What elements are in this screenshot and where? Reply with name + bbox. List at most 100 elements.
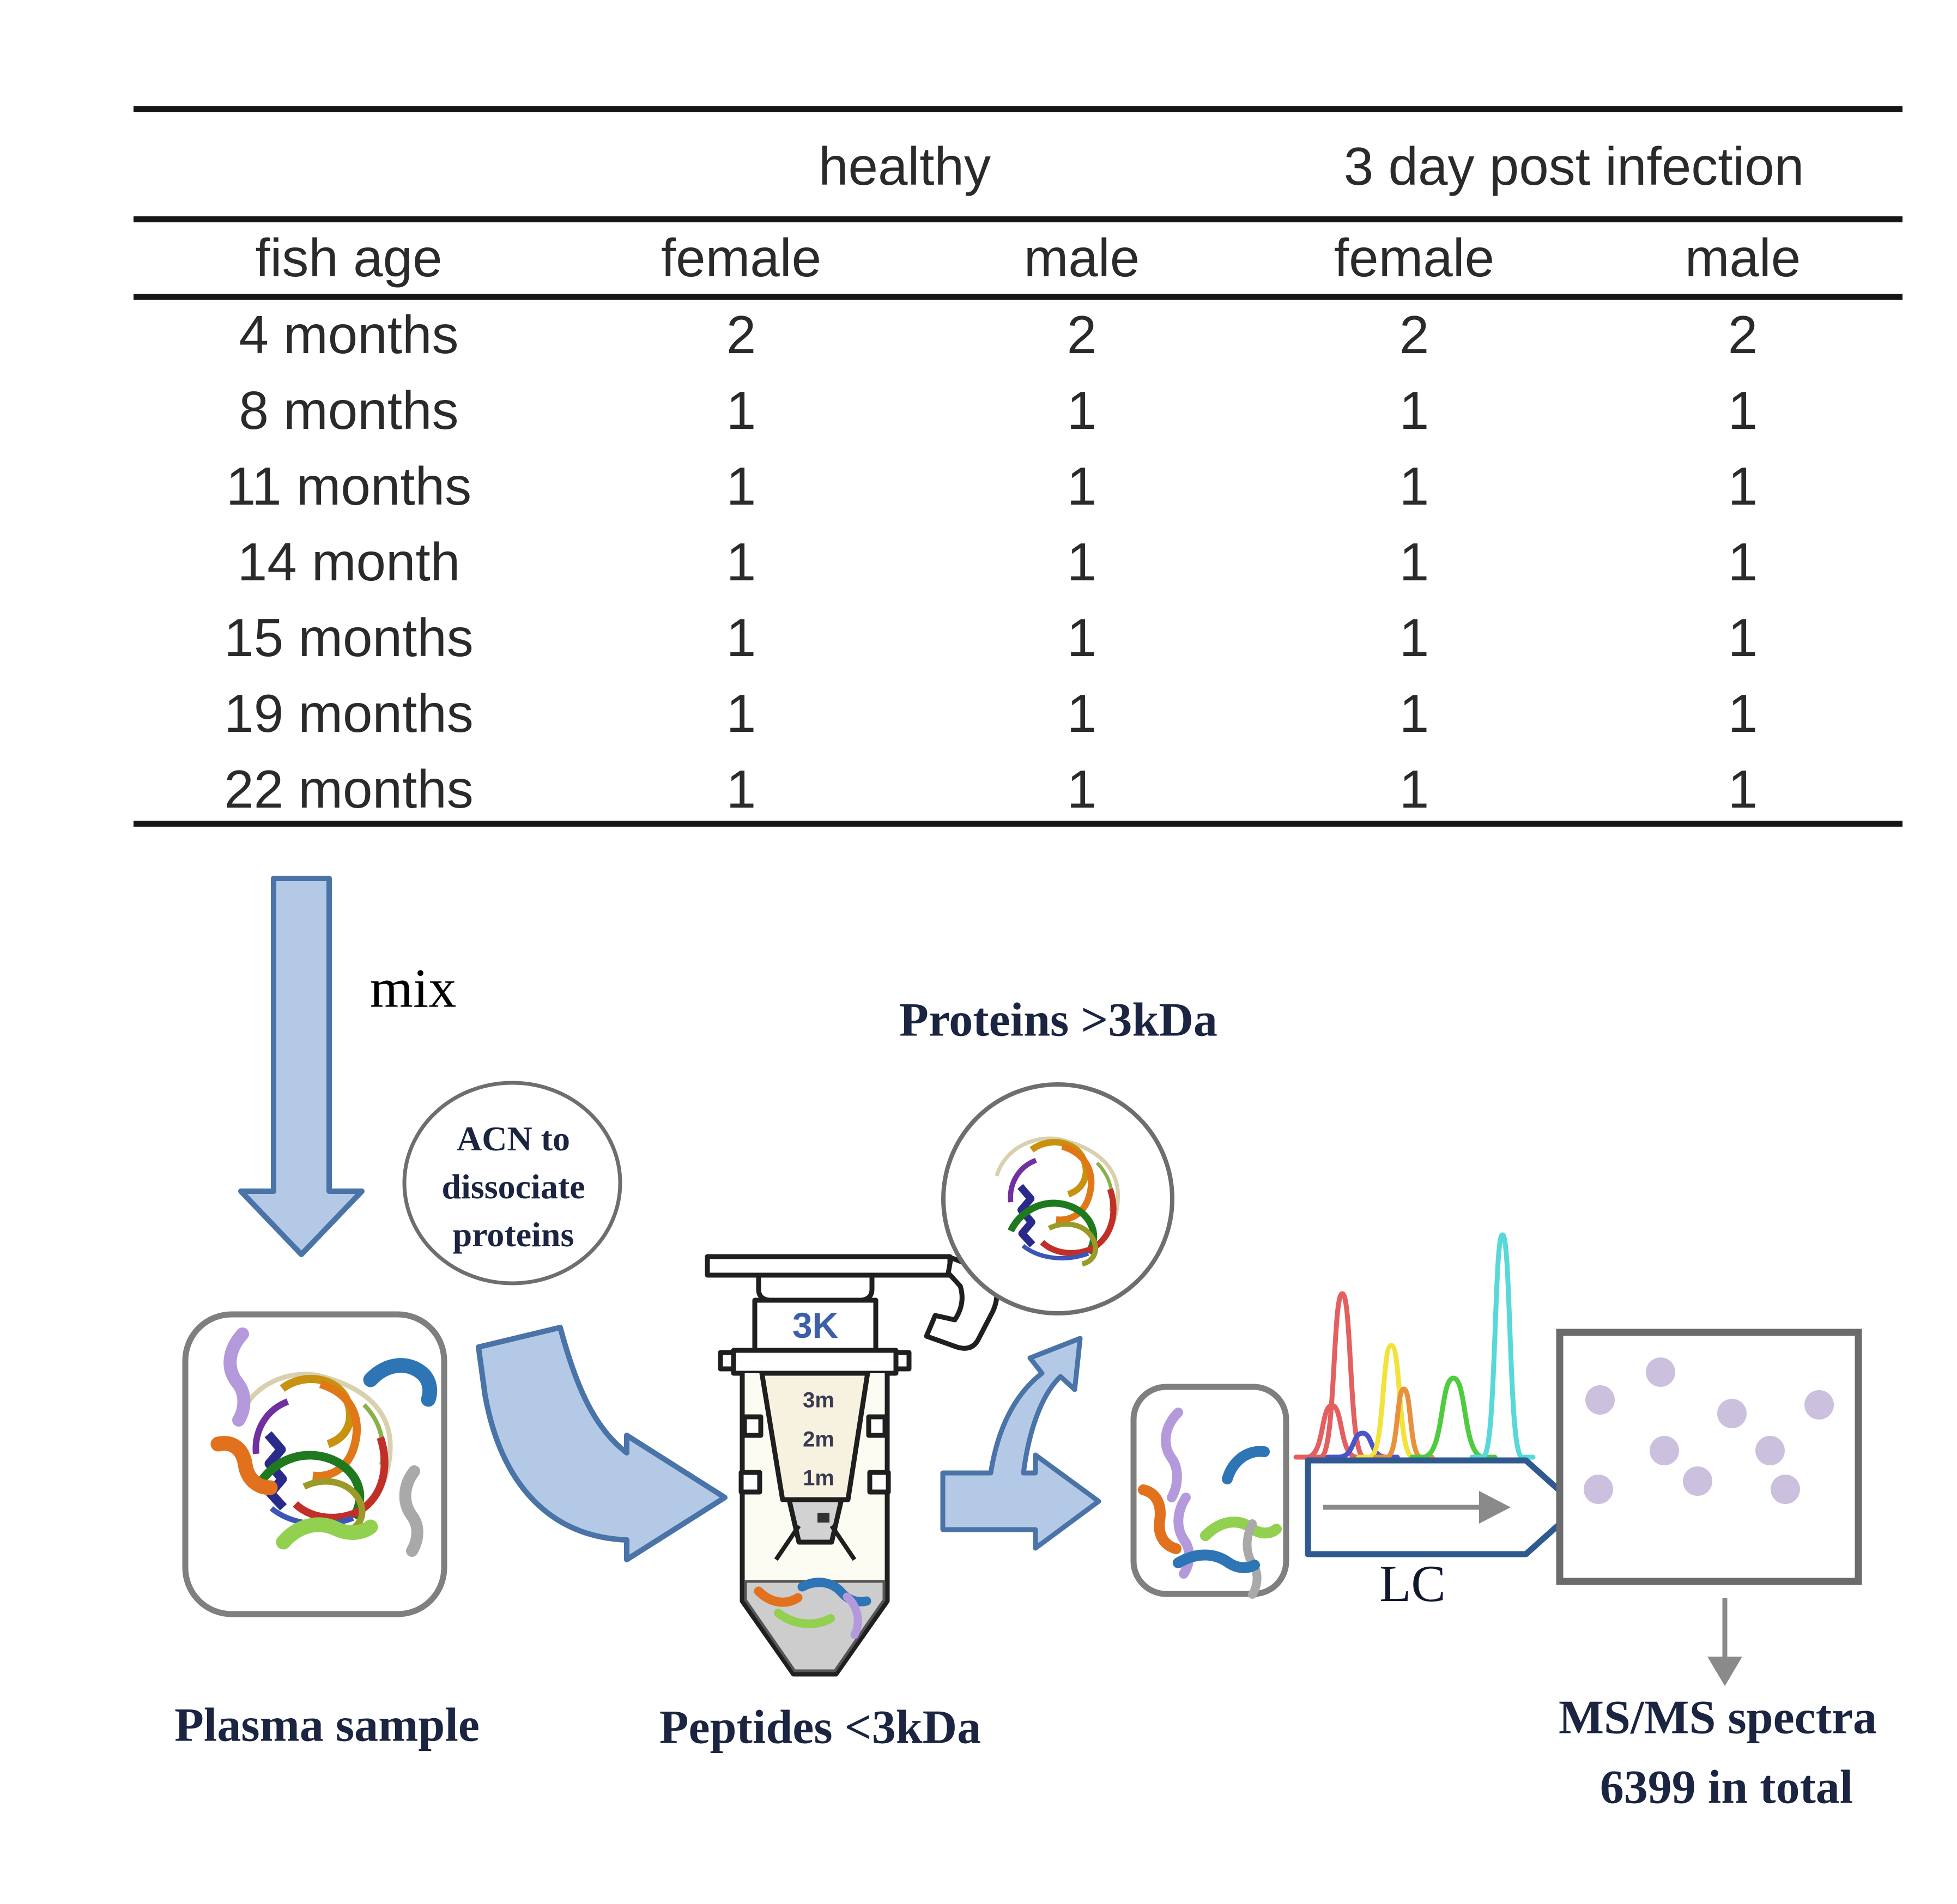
cell-value: 1	[1067, 532, 1097, 592]
filter-insert-body	[759, 1371, 870, 1502]
table-rule-bottom	[134, 821, 1903, 827]
insert-clip	[738, 1470, 762, 1495]
chromatogram-peak	[1356, 1343, 1427, 1460]
cell-value: 1	[726, 608, 756, 668]
table-row: 15 months 1 1 1 1	[134, 600, 1903, 676]
cell-age: 4 months	[239, 305, 459, 365]
filter-tube	[705, 1254, 999, 1677]
cell-value: 1	[726, 456, 756, 516]
table-header-row: fish age female male female male	[134, 222, 1903, 294]
group-header-healthy: healthy	[818, 136, 991, 196]
cell-value: 1	[1728, 759, 1758, 819]
cell-value: 1	[726, 683, 756, 743]
spectra-dot	[1584, 1475, 1613, 1504]
cell-value: 2	[726, 305, 756, 365]
peptide-box-squiggles	[1138, 1408, 1282, 1599]
col-header-healthy-male: male	[1023, 228, 1140, 288]
table-row: 19 months 1 1 1 1	[134, 676, 1903, 751]
plasma-sample-box	[182, 1311, 447, 1617]
spectra-dot	[1646, 1357, 1675, 1387]
split-arrow	[940, 1336, 1101, 1551]
spectra-dot	[1804, 1390, 1834, 1420]
table-row: 11 months 1 1 1 1	[134, 448, 1903, 524]
lc-label: LC	[1379, 1555, 1446, 1612]
msms-label-line1: MS/MS spectra	[1558, 1691, 1877, 1744]
mix-arrow	[238, 876, 365, 1257]
proteins-circle	[941, 1082, 1174, 1315]
chromatogram-peak	[1469, 1232, 1536, 1460]
cell-value: 1	[726, 380, 756, 440]
cell-value: 1	[1728, 456, 1758, 516]
cell-value: 1	[1399, 456, 1429, 516]
msms-box	[1556, 1329, 1862, 1585]
table-row: 4 months 2 2 2 2	[134, 297, 1903, 373]
acn-label-line1: ACN to	[457, 1119, 570, 1158]
col-header-healthy-female: female	[661, 228, 822, 288]
msms-down-arrow-head	[1707, 1657, 1742, 1686]
insert-clip	[867, 1470, 891, 1495]
tube-collar	[731, 1348, 899, 1376]
table-row: 14 month 1 1 1 1	[134, 524, 1903, 600]
cell-value: 1	[726, 759, 756, 819]
cell-age: 19 months	[224, 683, 474, 743]
lc-inner-arrow-head	[1479, 1491, 1511, 1524]
graduation-3m: 3m	[803, 1388, 834, 1412]
flow-arrow-plasma-to-filter	[476, 1325, 728, 1562]
cell-value: 1	[1728, 608, 1758, 668]
table-rule-top	[134, 106, 1903, 112]
cell-value: 1	[726, 532, 756, 592]
fish-sample-table: healthy 3 day post infection fish age fe…	[134, 106, 1903, 831]
spectra-dot	[1755, 1436, 1785, 1465]
msms-label-line2: 6399 in total	[1599, 1761, 1853, 1814]
spectra-dot	[1650, 1436, 1679, 1465]
cell-value: 1	[1728, 683, 1758, 743]
peptides-label: Peptides <3kDa	[659, 1701, 981, 1754]
table-group-header-row: healthy 3 day post infection	[134, 134, 1903, 199]
spectra-dot	[1585, 1385, 1615, 1415]
cell-value: 1	[1728, 380, 1758, 440]
spectra-dot	[1771, 1475, 1800, 1504]
chromatogram-peak	[1307, 1291, 1378, 1460]
insert-membrane-cup	[786, 1497, 844, 1545]
cell-value: 1	[1067, 683, 1097, 743]
msms-spectra-dots	[1584, 1357, 1834, 1504]
acn-label-line3: proteins	[452, 1215, 574, 1254]
acn-ellipse	[402, 1081, 622, 1285]
cell-value: 1	[1067, 380, 1097, 440]
cell-value: 1	[1399, 532, 1429, 592]
cell-value: 1	[1399, 759, 1429, 819]
cell-age: 15 months	[224, 608, 474, 668]
graduation-1m: 1m	[803, 1466, 834, 1490]
cell-value: 1	[1399, 380, 1429, 440]
cell-value: 1	[1067, 608, 1097, 668]
table-row: 8 months 1 1 1 1	[134, 373, 1903, 448]
graduation-2m: 2m	[803, 1427, 834, 1452]
cell-value: 1	[1728, 532, 1758, 592]
insert-clip	[866, 1414, 888, 1438]
spectra-dot	[1717, 1399, 1747, 1428]
cell-value: 1	[1399, 683, 1429, 743]
table-rule-under-groups	[134, 216, 1903, 222]
cell-age: 11 months	[226, 456, 472, 516]
col-header-infected-male: male	[1685, 228, 1801, 288]
plasma-peptide-squiggles	[210, 1327, 438, 1557]
cell-value: 1	[1067, 759, 1097, 819]
cup-feet	[774, 1524, 857, 1561]
table-row: 22 months 1 1 1 1	[134, 751, 1903, 827]
col-header-fish-age: fish age	[255, 228, 443, 288]
cell-value: 2	[1728, 305, 1758, 365]
chromatogram-peak	[1409, 1375, 1498, 1460]
spectra-dot	[1683, 1466, 1712, 1496]
plasma-sample-label: Plasma sample	[174, 1699, 480, 1752]
lc-chromatogram	[1293, 1232, 1536, 1460]
cell-age: 22 months	[224, 759, 474, 819]
cell-value: 2	[1399, 305, 1429, 365]
mix-label: mix	[369, 957, 457, 1020]
cell-value: 2	[1067, 305, 1097, 365]
col-header-infected-female: female	[1334, 228, 1495, 288]
proteins-label: Proteins >3kDa	[899, 993, 1217, 1047]
cell-value: 1	[1399, 608, 1429, 668]
chromatogram-peak	[1325, 1430, 1400, 1460]
filter-lid-bar	[705, 1254, 953, 1278]
